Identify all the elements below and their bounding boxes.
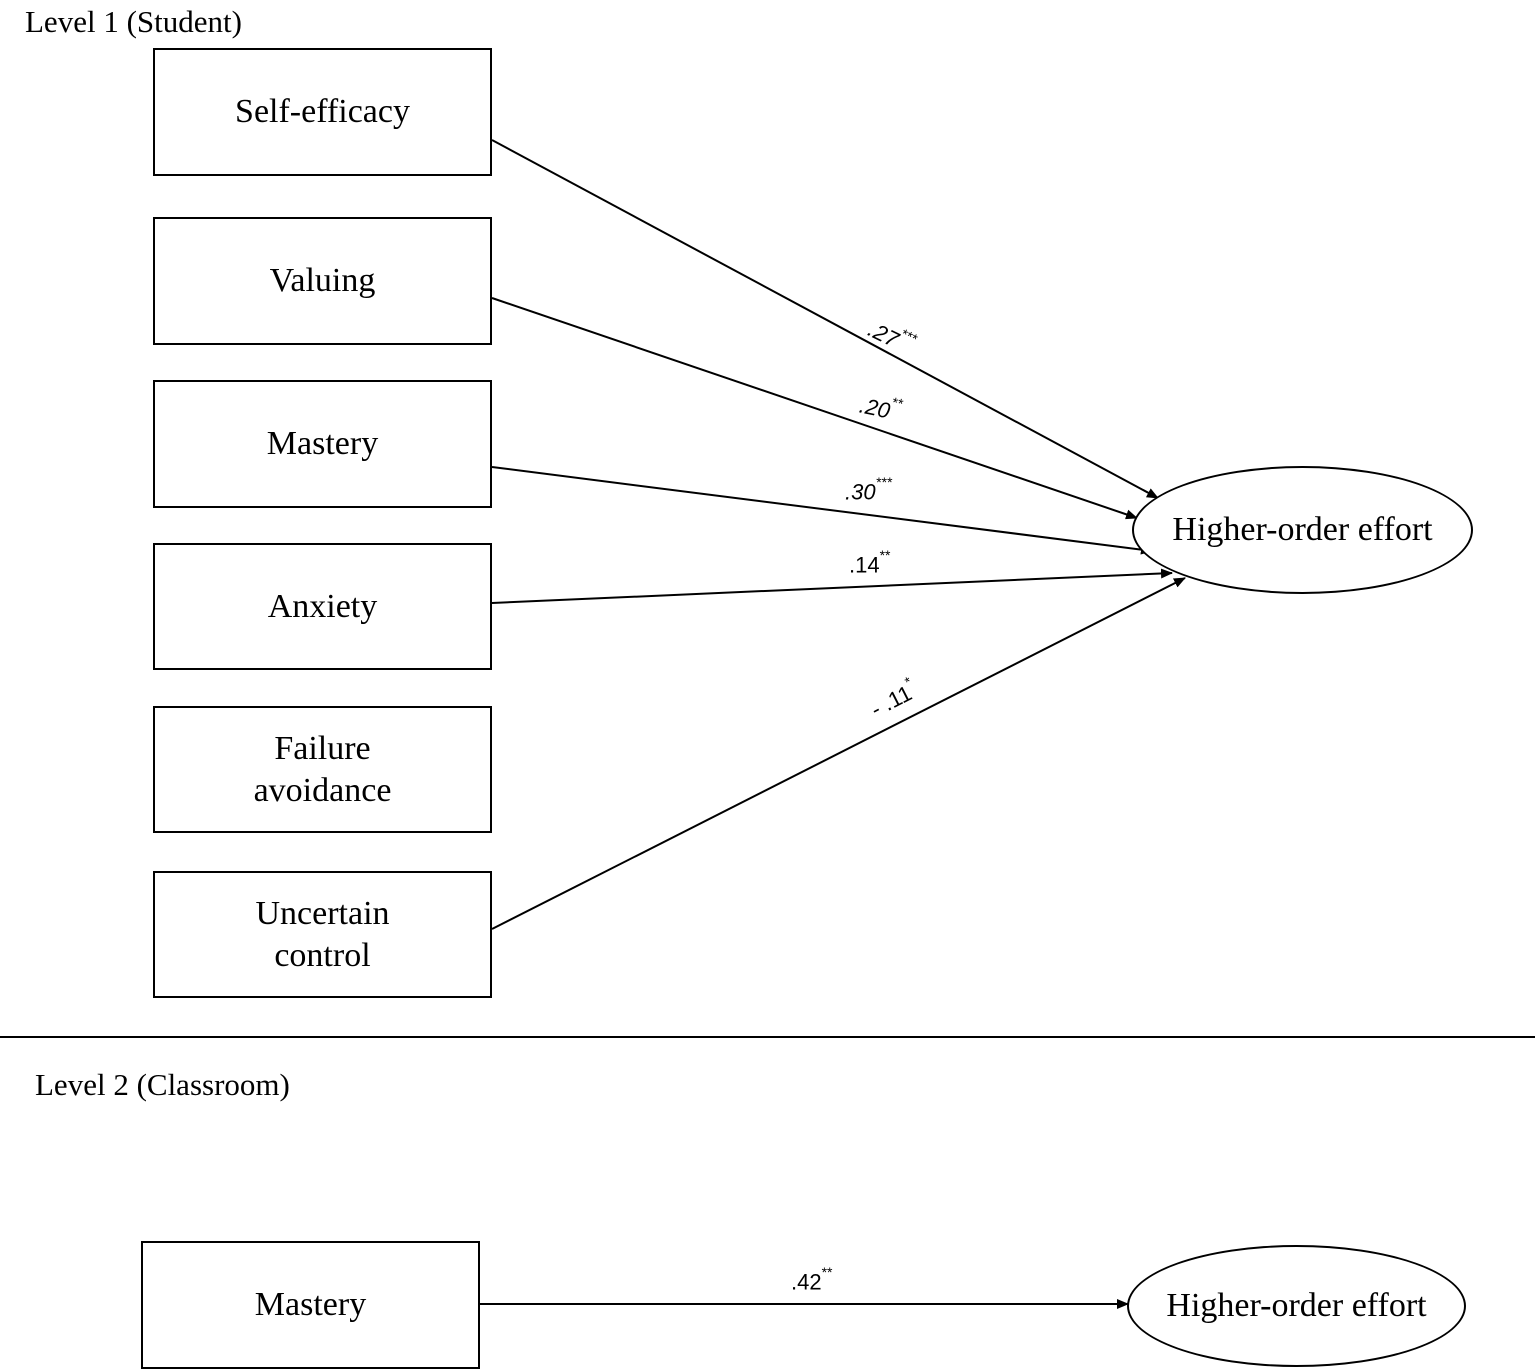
arrow-mastery [491, 466, 1153, 555]
arrow-valuing [491, 297, 1138, 520]
node-label: Uncertain control [255, 893, 389, 977]
node-level2-mastery: Mastery [141, 1241, 480, 1369]
coef-value: .30 [845, 479, 876, 505]
coef-level2-mastery: .42** [791, 1265, 833, 1295]
node-label: Anxiety [267, 587, 378, 625]
node-label: Mastery [266, 425, 379, 462]
node-label: Higher-order effort [1166, 1287, 1427, 1324]
node-label: Valuing [269, 262, 376, 299]
node-anxiety: Anxiety [153, 543, 492, 670]
node-label-line: control [274, 936, 371, 974]
level1-title: Level 1 (Student) [25, 4, 242, 39]
arrow-anxiety [491, 568, 1173, 604]
node-label: Self-efficacy [235, 93, 410, 130]
node-self-efficacy: Self-efficacy [153, 48, 492, 176]
coef-anxiety: .14** [849, 548, 891, 578]
node-label: Higher-order effort [1172, 511, 1433, 548]
node-mastery: Mastery [153, 380, 492, 508]
node-label-line: avoidance [253, 771, 392, 809]
node-label-line: Failure [274, 729, 371, 767]
coef-significance: *** [875, 474, 892, 490]
node-valuing: Valuing [153, 217, 492, 345]
level2-title: Level 2 (Classroom) [35, 1067, 290, 1102]
level-divider [0, 1036, 1535, 1038]
coef-value: .42 [791, 1269, 822, 1295]
node-uncertain-control: Uncertain control [153, 871, 492, 998]
node-failure-avoidance: Failure avoidance [153, 706, 492, 833]
coef-significance: ** [821, 1264, 833, 1280]
node-higher-order-effort-level1: Higher-order effort [1132, 466, 1473, 594]
node-label: Failure avoidance [254, 728, 392, 812]
arrow-uncertain-control [491, 577, 1186, 930]
node-label: Mastery [254, 1286, 367, 1323]
node-higher-order-effort-level2: Higher-order effort [1127, 1245, 1466, 1367]
arrow-self-efficacy [491, 139, 1159, 499]
coef-significance: ** [879, 547, 891, 563]
coef-value: .14 [849, 552, 880, 578]
node-label-line: Uncertain [255, 894, 390, 932]
coef-mastery: .30*** [845, 475, 892, 505]
